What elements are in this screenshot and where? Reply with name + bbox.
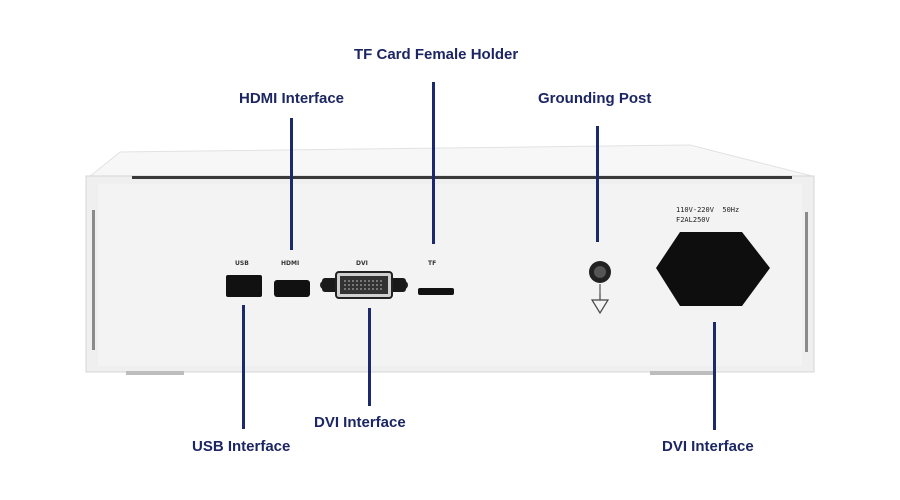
power-socket	[656, 232, 770, 306]
dvi-bottom-leader-line	[368, 308, 371, 406]
tf-card-callout: TF Card Female Holder	[354, 46, 519, 63]
foot-right	[650, 371, 714, 375]
right-side-slot	[805, 212, 808, 352]
usb-port	[226, 275, 262, 297]
tf-card-slot	[418, 288, 454, 295]
power-rating-line2: F2AL250V	[676, 216, 710, 224]
left-side-slot	[92, 210, 95, 350]
hdmi-port	[274, 280, 310, 297]
top-edge-shadow	[132, 176, 792, 179]
tf-card-leader-line	[432, 82, 435, 244]
usb-port-label: USB	[235, 260, 249, 267]
tf-port-label: TF	[428, 260, 437, 267]
power-rating-line1: 110V-220V 50Hz	[676, 206, 740, 214]
grounding-post	[589, 261, 611, 296]
dvi-port-label: DVI	[356, 260, 368, 267]
dvi-right-leader-line	[713, 322, 716, 430]
hdmi-callout: HDMI Interface	[239, 90, 345, 107]
usb-leader-line	[242, 305, 245, 429]
grounding-leader-line	[596, 126, 599, 242]
dvi-port	[320, 271, 408, 299]
grounding-callout: Grounding Post	[538, 90, 652, 107]
usb-callout: USB Interface	[192, 438, 291, 455]
hdmi-port-label: HDMI	[281, 260, 300, 267]
ground-symbol-icon	[590, 294, 610, 315]
device-top-surface	[86, 144, 813, 179]
hdmi-leader-line	[290, 118, 293, 250]
foot-left	[126, 371, 184, 375]
dvi-bottom-callout: DVI Interface	[314, 414, 406, 431]
dvi-right-callout: DVI Interface	[662, 438, 754, 455]
